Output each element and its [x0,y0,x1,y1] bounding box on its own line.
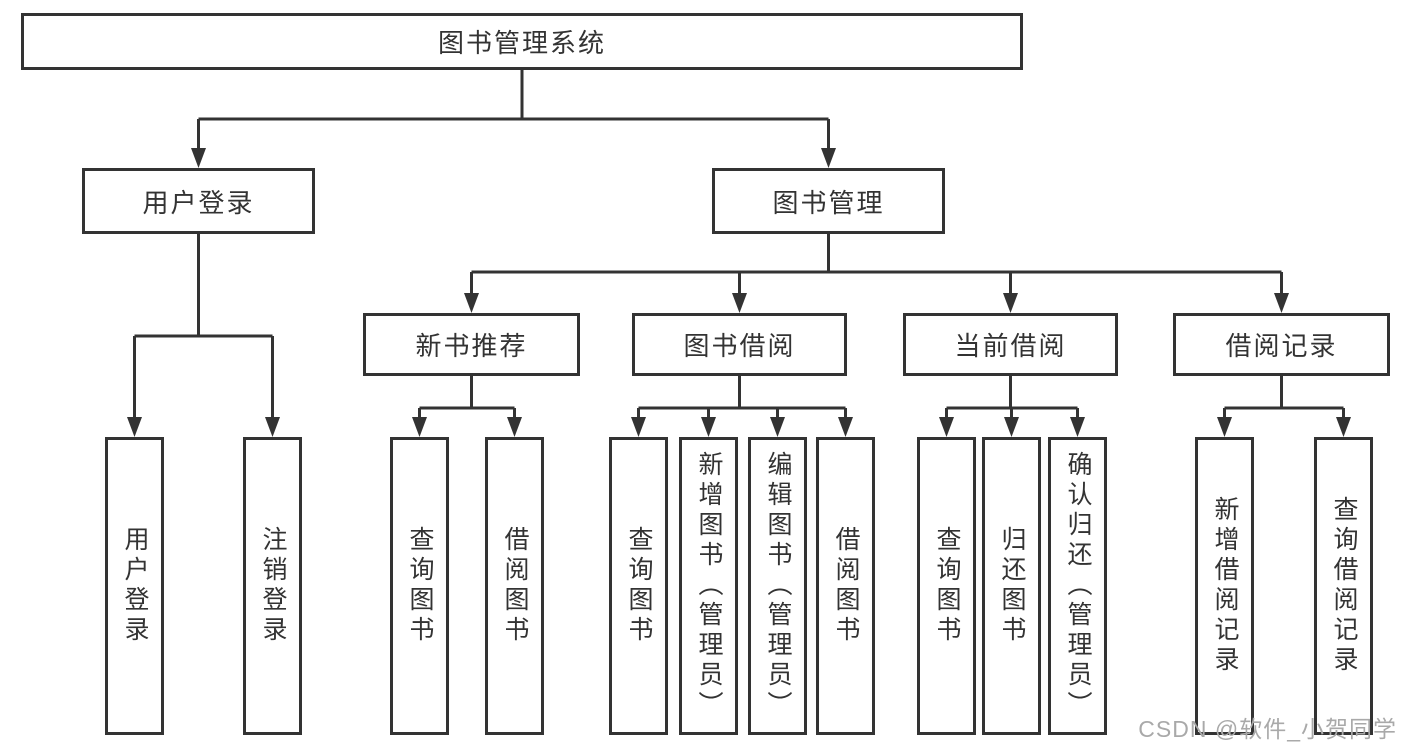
node-label: 借阅图书 [832,526,860,646]
leaf-query-books-recommendation: 查询图书 [390,437,449,735]
node-label: 查询图书 [406,526,434,646]
node-user-login: 用户登录 [82,168,315,234]
leaf-confirm-return-admin: 确认归还（管理员） [1048,437,1107,735]
node-label: 图书管理系统 [437,28,606,58]
node-book-borrowing: 图书借阅 [632,313,847,376]
node-label: 图书管理 [772,187,885,218]
node-label: 归还图书 [998,526,1026,646]
node-label: 新增图书（管理员） [695,451,723,721]
node-label: 用户登录 [142,187,255,218]
arrowheads [127,148,1351,437]
leaf-user-login: 用户登录 [105,437,164,735]
leaf-logout: 注销登录 [243,437,302,735]
node-label: 借阅图书 [501,526,529,646]
leaf-add-book-admin: 新增图书（管理员） [679,437,738,735]
leaf-return-book: 归还图书 [982,437,1041,735]
node-library-management-system: 图书管理系统 [21,13,1023,70]
node-label: 当前借阅 [954,331,1067,361]
node-new-book-recommendation: 新书推荐 [363,313,580,376]
leaf-query-borrow-record: 查询借阅记录 [1314,437,1373,735]
node-label: 查询借阅记录 [1330,496,1358,676]
node-label: 查询图书 [625,526,653,646]
csdn-watermark: CSDN @软件_小贺同学 [1138,716,1397,742]
node-label: 用户登录 [121,526,149,646]
node-label: 注销登录 [259,526,287,646]
node-label: 借阅记录 [1225,331,1338,361]
leaf-borrow-books-recommendation: 借阅图书 [485,437,544,735]
node-label: 新增借阅记录 [1211,496,1239,676]
node-label: 查询图书 [933,526,961,646]
node-book-management: 图书管理 [712,168,945,234]
leaf-add-borrow-record: 新增借阅记录 [1195,437,1254,735]
leaf-query-books-current: 查询图书 [917,437,976,735]
node-current-borrowing: 当前借阅 [903,313,1118,376]
leaf-query-books-borrowing: 查询图书 [609,437,668,735]
node-label: 编辑图书（管理员） [764,451,792,721]
node-label: 确认归还（管理员） [1064,451,1092,721]
node-label: 图书借阅 [683,331,796,361]
leaf-borrow-books-borrowing: 借阅图书 [816,437,875,735]
node-label: 新书推荐 [415,331,528,361]
node-borrowing-records: 借阅记录 [1173,313,1390,376]
leaf-edit-book-admin: 编辑图书（管理员） [748,437,807,735]
